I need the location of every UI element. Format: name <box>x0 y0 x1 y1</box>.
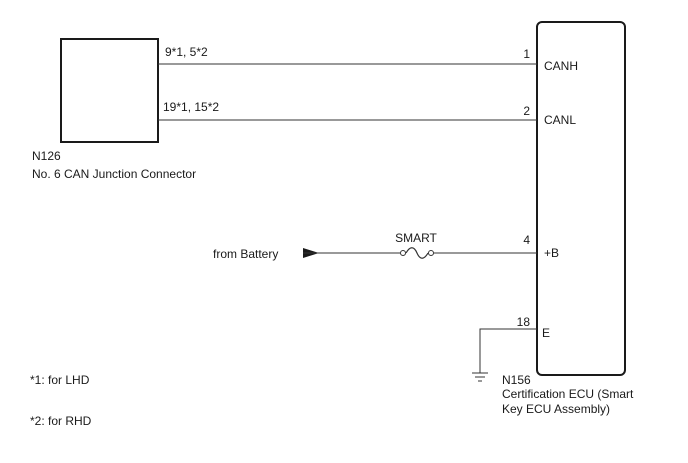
canh-signal-label: CANH <box>544 59 578 73</box>
footnote-rhd: *2: for RHD <box>30 414 92 428</box>
ecu-box <box>536 21 626 376</box>
ecu-name-line2: Key ECU Assembly) <box>502 402 610 416</box>
junction-connector-box <box>60 38 159 143</box>
ecu-code: N156 <box>502 373 531 387</box>
ground-icon <box>472 372 488 382</box>
canl-source-pins: 19*1, 15*2 <box>163 100 219 114</box>
fuse-label: SMART <box>395 231 437 245</box>
canh-ecu-pin: 1 <box>523 47 530 61</box>
ecu-name-line1: Certification ECU (Smart <box>502 387 634 401</box>
junction-connector-name: No. 6 CAN Junction Connector <box>32 167 196 181</box>
ground-signal-label: E <box>542 326 550 340</box>
footnote-lhd: *1: for LHD <box>30 373 90 387</box>
battery-source-label: from Battery <box>213 247 278 261</box>
fuse-terminal-left <box>400 250 406 256</box>
power-ecu-pin: 4 <box>523 233 530 247</box>
ground-ecu-pin: 18 <box>517 315 531 329</box>
fuse-terminal-right <box>428 250 434 256</box>
power-signal-label: +B <box>544 246 559 260</box>
canh-source-pins: 9*1, 5*2 <box>165 45 208 59</box>
ground-wire <box>479 328 537 373</box>
fuse-icon <box>405 247 429 259</box>
junction-connector-code: N126 <box>32 149 61 163</box>
canl-ecu-pin: 2 <box>523 104 530 118</box>
canl-signal-label: CANL <box>544 113 576 127</box>
